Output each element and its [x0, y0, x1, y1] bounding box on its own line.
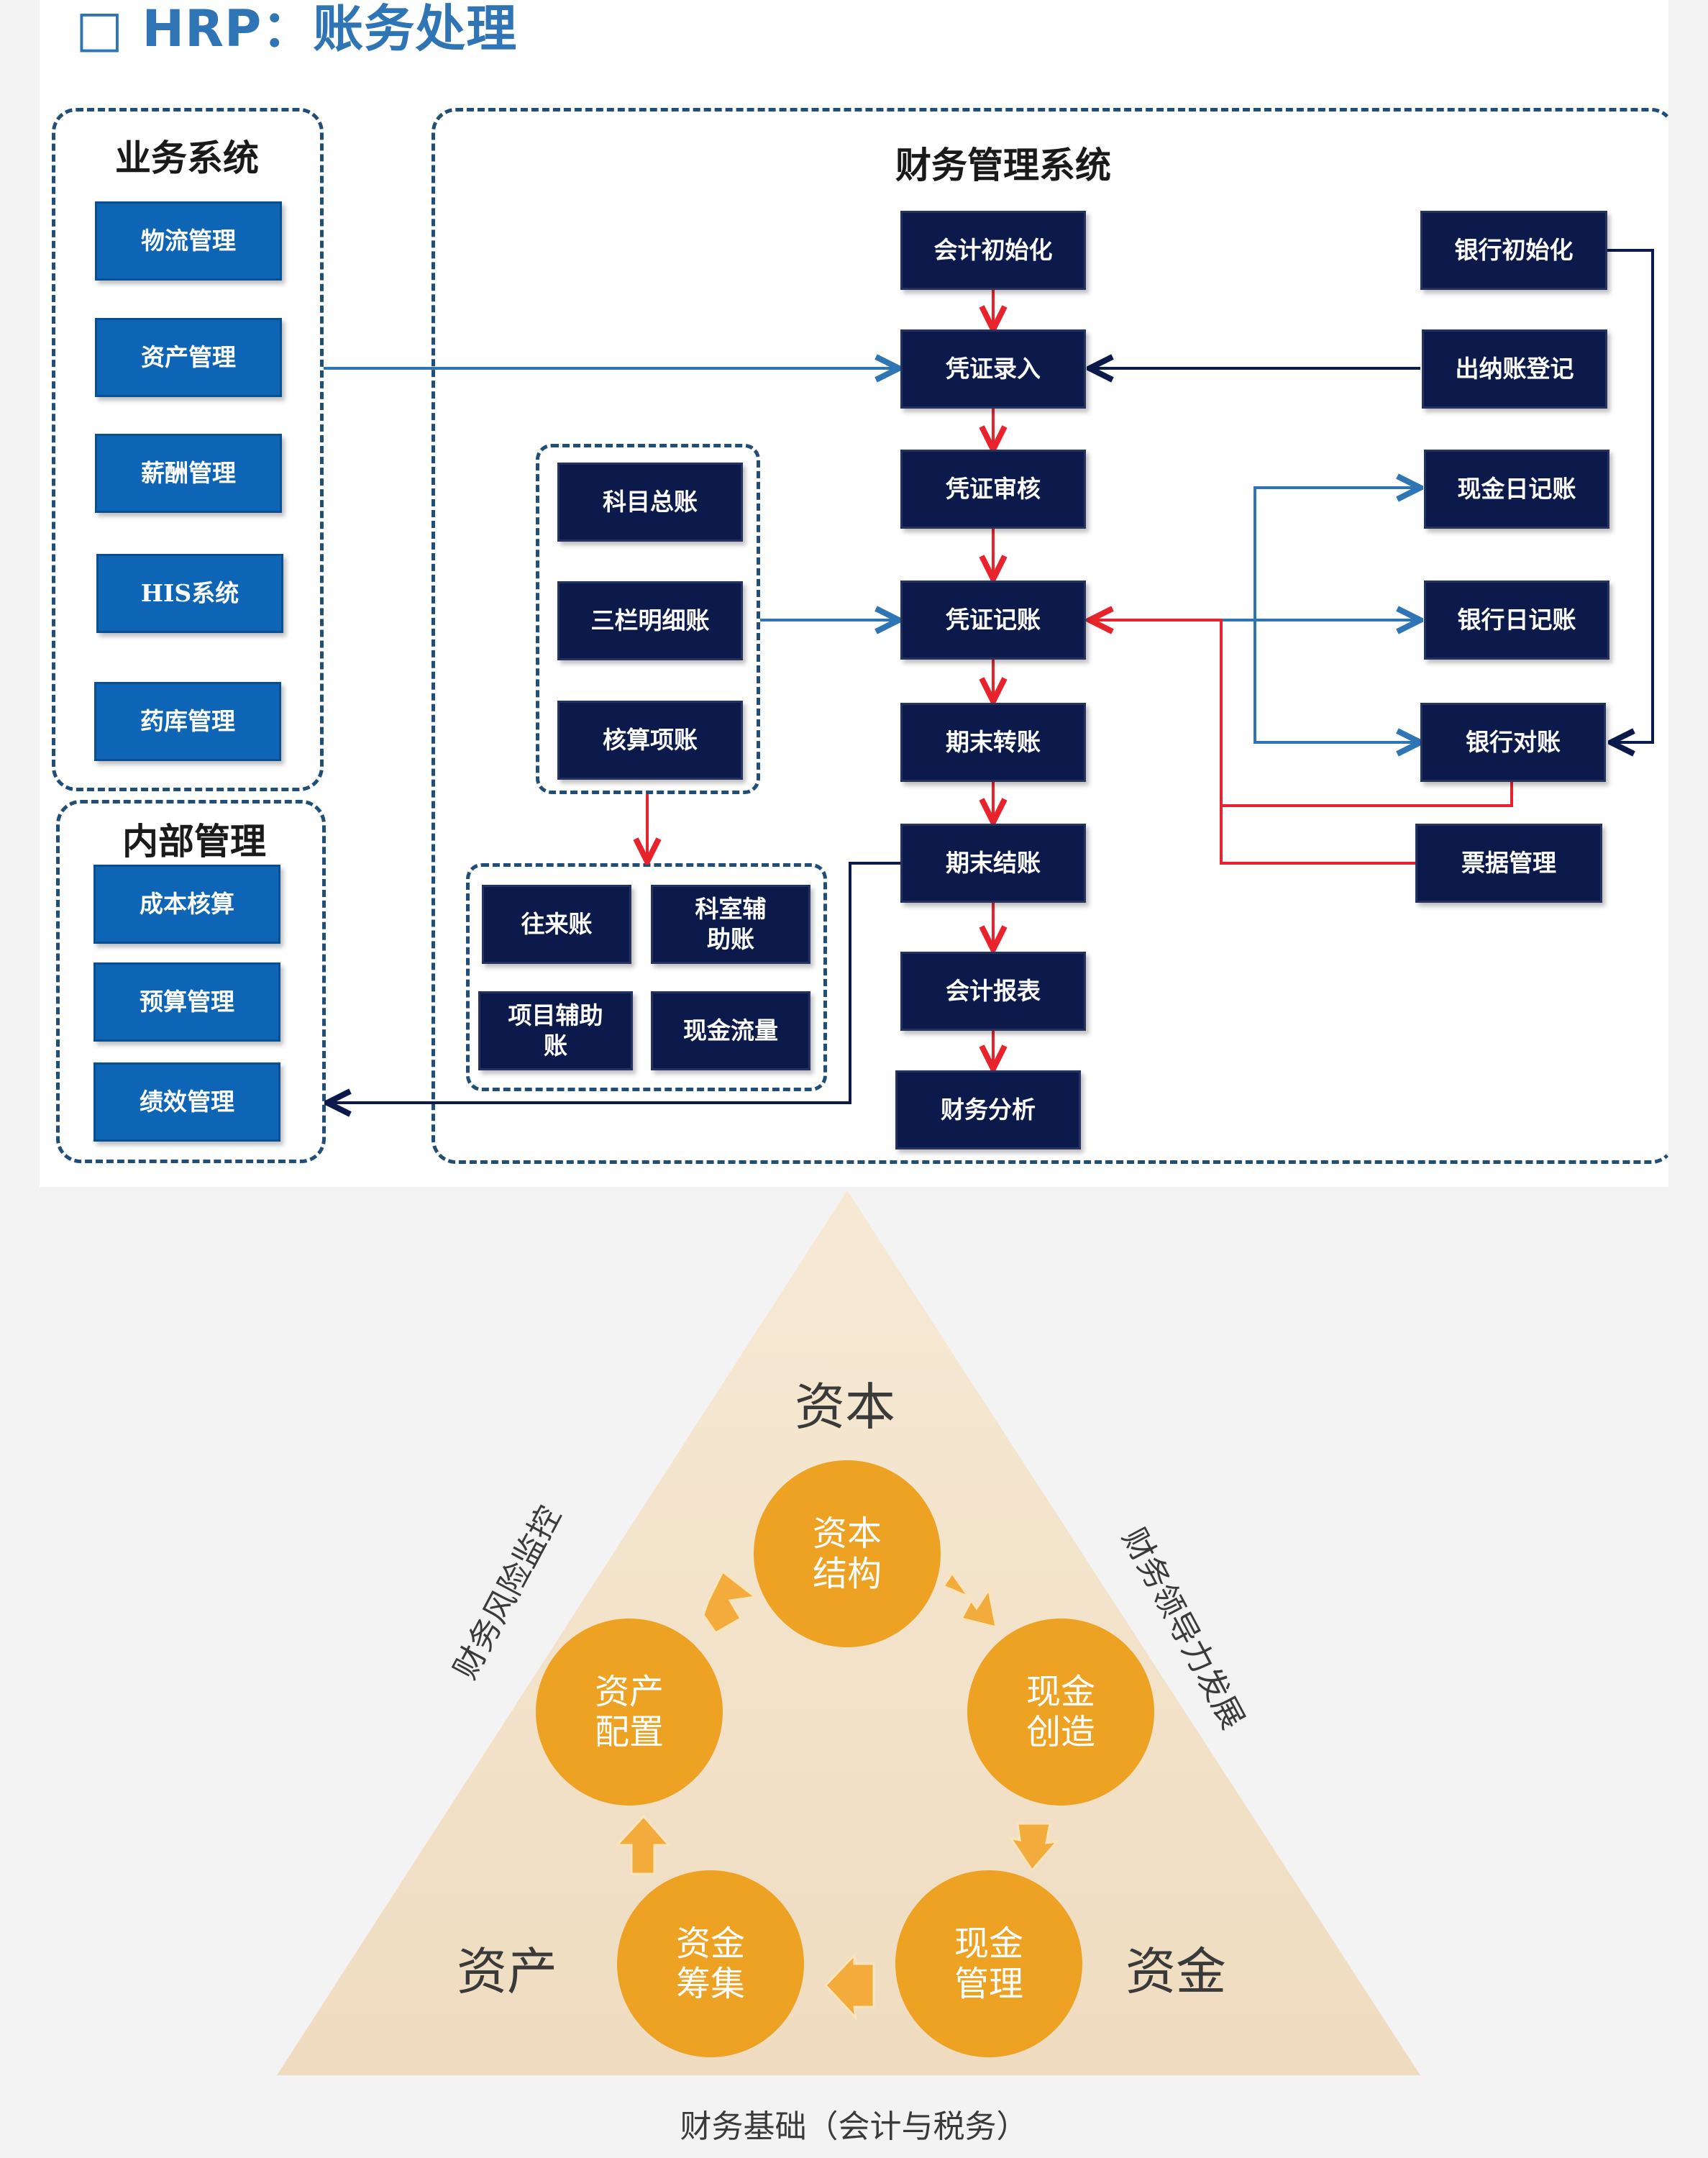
triangle-right-label: 资金: [1125, 1942, 1226, 2001]
flow-item-accounting-init[interactable]: 会计初始化: [900, 211, 1086, 290]
sub-ledger-group: [466, 863, 827, 1091]
ledger-group: [536, 444, 760, 794]
ledger-item-detail[interactable]: 三栏明细账: [557, 581, 743, 660]
flow-item-period-closing[interactable]: 期末结账: [900, 824, 1086, 903]
flow-item-voucher-posting[interactable]: 凭证记账: [900, 581, 1086, 660]
triangle-left-side-label: 财务风险监控: [447, 1500, 569, 1685]
flow-item-period-transfer[interactable]: 期末转账: [900, 703, 1086, 782]
internal-management-group: [56, 800, 326, 1163]
triangle-left-label: 资产: [457, 1942, 557, 2001]
arrow-posting-to-cash-journal: [1086, 488, 1420, 622]
finance-system-title: 财务管理系统: [895, 144, 1111, 186]
triangle-top-label: 资本: [795, 1378, 895, 1437]
circle-fund-raising[interactable]: 资金 筹集: [617, 1870, 804, 2057]
circle-cash-creation[interactable]: 现金 创造: [967, 1618, 1154, 1806]
cashier-item-bank-reconcile[interactable]: 银行对账: [1420, 703, 1606, 782]
circle-capital-structure[interactable]: 资本 结构: [754, 1460, 941, 1647]
finance-system-group: [431, 108, 1676, 1164]
subledger-item-project[interactable]: 项目辅助 账: [478, 991, 633, 1070]
subledger-item-department[interactable]: 科室辅 助账: [651, 885, 810, 964]
page-title: □ HRP：账务处理: [76, 0, 518, 58]
business-item-his[interactable]: HIS系统: [96, 554, 283, 633]
flow-item-accounting-report[interactable]: 会计报表: [900, 952, 1086, 1031]
ledger-item-auxiliary[interactable]: 核算项账: [557, 701, 743, 780]
internal-item-performance[interactable]: 绩效管理: [93, 1062, 280, 1142]
top-panel: [40, 0, 1668, 1187]
arrow-closing-to-performance: [327, 862, 900, 1103]
cashier-item-cash-journal[interactable]: 现金日记账: [1424, 450, 1609, 529]
business-system-group: [52, 108, 324, 791]
subledger-item-current-accounts[interactable]: 往来账: [482, 885, 631, 964]
cashier-item-bank-journal[interactable]: 银行日记账: [1424, 581, 1609, 660]
internal-item-budget[interactable]: 预算管理: [93, 962, 280, 1042]
business-item-pharmacy[interactable]: 药库管理: [94, 682, 281, 761]
cashier-item-bank-init[interactable]: 银行初始化: [1420, 211, 1607, 290]
arrow-posting-to-reconcile: [1253, 620, 1420, 742]
flow-item-voucher-review[interactable]: 凭证审核: [900, 450, 1086, 529]
flow-item-financial-analysis[interactable]: 财务分析: [895, 1070, 1081, 1149]
business-item-logistics[interactable]: 物流管理: [95, 201, 282, 281]
triangle-bottom-label: 财务基础（会计与税务）: [680, 2108, 1028, 2145]
business-item-payroll[interactable]: 薪酬管理: [95, 434, 282, 513]
circle-asset-allocation[interactable]: 资产 配置: [536, 1618, 723, 1806]
flow-item-voucher-entry[interactable]: 凭证录入: [900, 329, 1086, 409]
business-item-assets[interactable]: 资产管理: [95, 318, 282, 397]
business-system-title: 业务系统: [115, 137, 259, 179]
ledger-item-general[interactable]: 科目总账: [557, 463, 743, 542]
internal-item-costing[interactable]: 成本核算: [93, 865, 280, 944]
arrow-bills-to-posting: [1220, 806, 1415, 865]
cashier-item-cashier-register[interactable]: 出纳账登记: [1422, 329, 1607, 409]
internal-management-title: 内部管理: [122, 820, 266, 862]
circle-cash-management[interactable]: 现金 管理: [895, 1870, 1082, 2057]
cashier-item-bill-management[interactable]: 票据管理: [1415, 824, 1602, 903]
subledger-item-cash-flow[interactable]: 现金流量: [651, 991, 810, 1070]
connector-arrows: [324, 249, 1654, 1187]
